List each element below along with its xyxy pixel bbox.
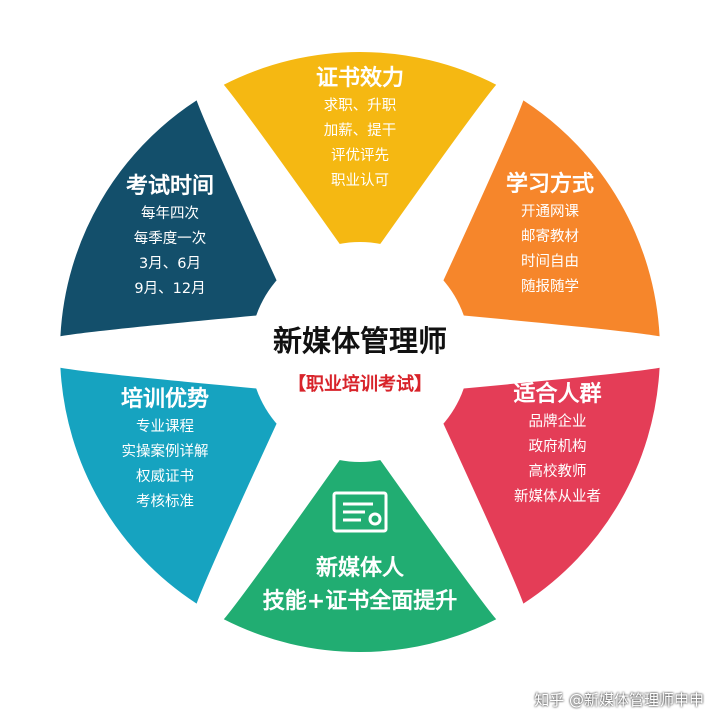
segment-item: 9月、12月: [134, 281, 206, 297]
segment-item: 每年四次: [141, 206, 199, 222]
segment-title: 新媒体人: [315, 556, 404, 581]
center-circle: [250, 242, 470, 462]
segment-item: 求职、升职: [323, 98, 397, 114]
segment-item: 政府机构: [528, 439, 587, 455]
segment-upper-left: 考试时间 每年四次 每季度一次 3月、6月 9月、12月: [90, 172, 250, 302]
segment-item: 职业认可: [331, 173, 389, 189]
watermark: 知乎 @新媒体管理师申申: [534, 691, 704, 709]
segment-item: 品牌企业: [528, 414, 587, 430]
center-title: 新媒体管理师: [272, 324, 447, 358]
segment-title: 证书效力: [315, 66, 404, 91]
segment-item: 每季度一次: [133, 231, 207, 247]
segment-title: 考试时间: [125, 174, 214, 199]
petal-upper-right: [438, 100, 660, 337]
petal-top: [223, 51, 497, 253]
segment-item: 邮寄教材: [521, 229, 579, 245]
segment-item: 高校教师: [528, 464, 587, 480]
segment-item: 时间自由: [521, 254, 579, 270]
petal-bottom: [223, 451, 497, 653]
segment-item: 随报随学: [521, 279, 579, 295]
segment-title: 学习方式: [505, 172, 594, 197]
segment-title: 适合人群: [513, 382, 602, 407]
segment-item: 评优评先: [331, 148, 389, 164]
segment-item: 新媒体从业者: [514, 489, 601, 505]
segment-item: 考核标准: [136, 494, 194, 510]
segment-item: 专业课程: [136, 419, 194, 435]
segment-top: 证书效力 求职、升职 加薪、提干 评优评先 职业认可: [285, 64, 435, 194]
segment-subtitle: 技能+证书全面提升: [262, 589, 458, 614]
segment-upper-right: 学习方式 开通网课 邮寄教材 时间自由 随报随学: [470, 170, 630, 300]
segment-item: 权威证书: [136, 469, 194, 485]
segment-item: 加薪、提干: [323, 123, 397, 139]
segment-bottom: 新媒体人 技能+证书全面提升: [205, 552, 515, 618]
center-subtitle: 【职业培训考试】: [288, 374, 432, 395]
petal-lower-left: [60, 367, 282, 604]
segment-item: 3月、6月: [139, 256, 201, 272]
petal-upper-left: [60, 100, 282, 337]
segment-lower-left: 培训优势 专业课程 实操案例详解 权威证书 考核标准: [85, 385, 245, 515]
segment-item: 实操案例详解: [121, 444, 209, 460]
segment-item: 开通网课: [521, 204, 579, 220]
petal-lower-right: [438, 367, 660, 604]
segment-title: 培训优势: [120, 387, 209, 412]
segment-lower-right: 适合人群 品牌企业 政府机构 高校教师 新媒体从业者: [475, 380, 640, 510]
certificate-icon: [332, 491, 388, 533]
